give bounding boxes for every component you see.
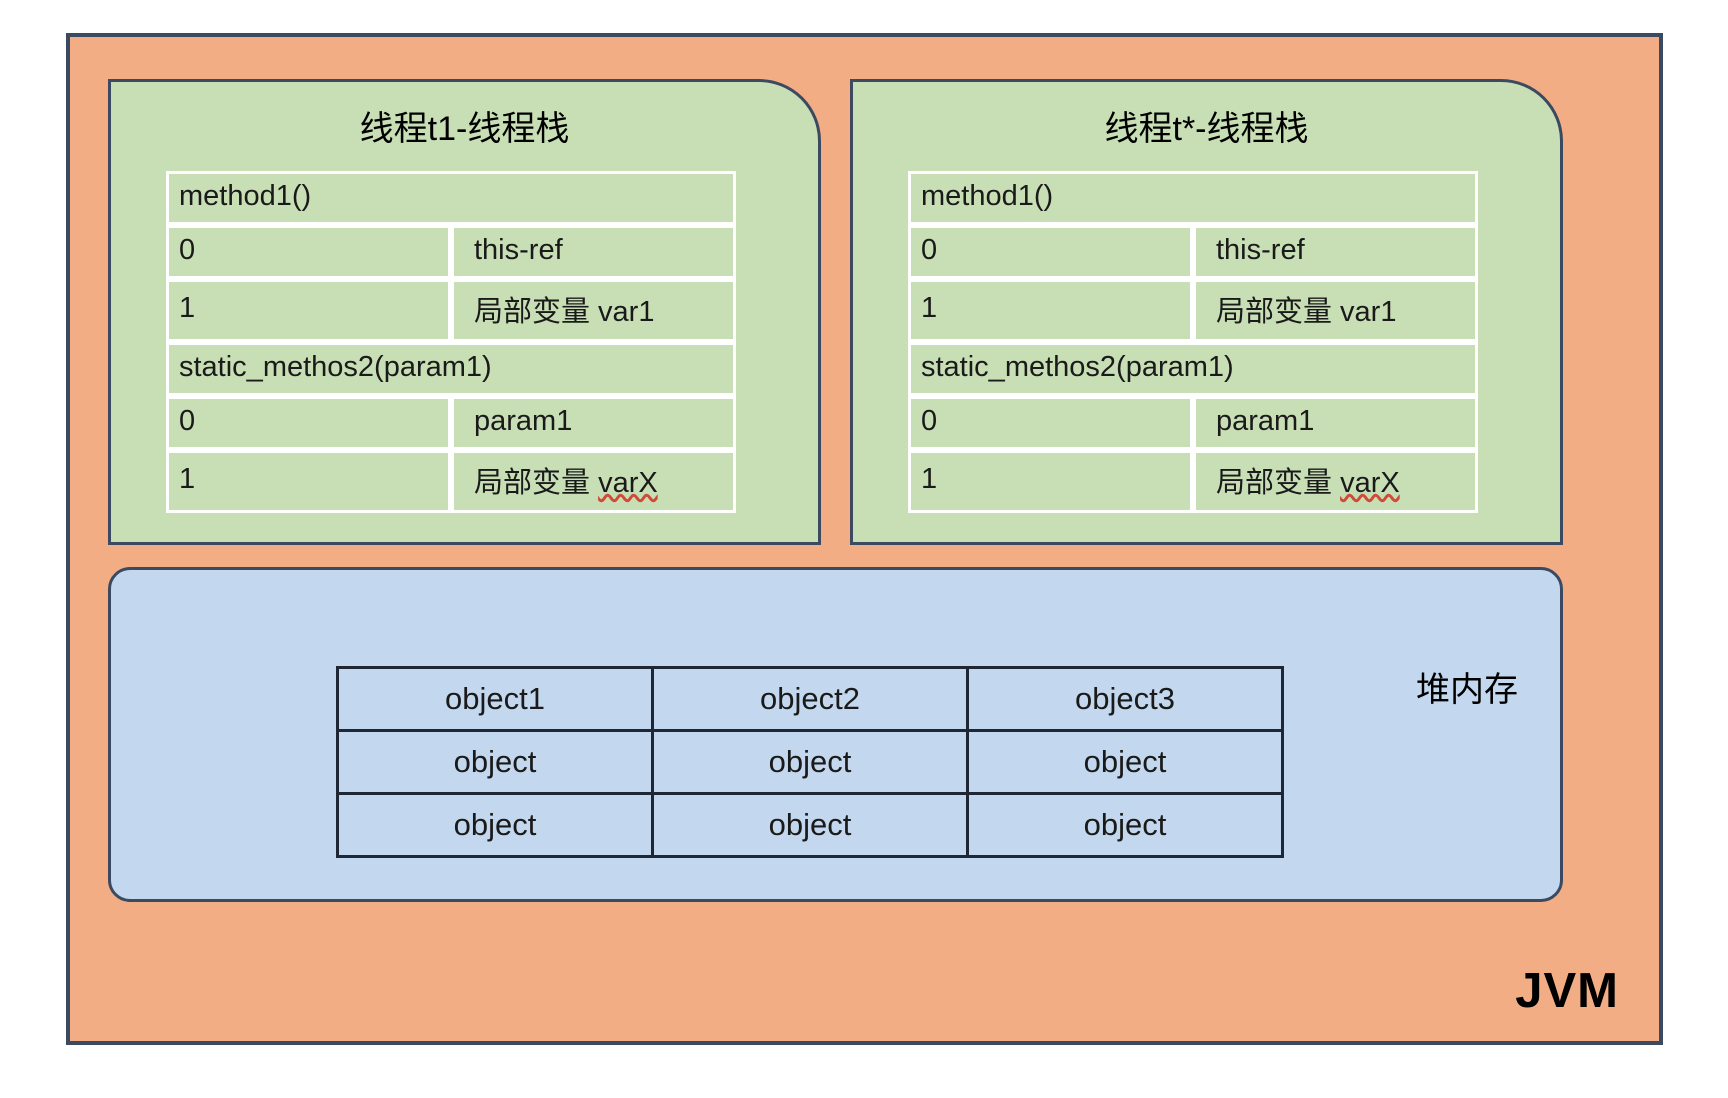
heap-cell: object2 [651,666,969,732]
heap-memory-label: 堆内存 [1416,671,1518,709]
heap-cell: object1 [336,666,654,732]
thread-stack-title-t1: 线程t1-线程栈 [359,110,570,148]
slot-index: 0 [908,395,1193,450]
slot-index: 0 [166,395,451,450]
table-row: object1 object2 object3 [336,666,1284,732]
frame-name: method1() [166,170,736,225]
heap-cell: object [651,792,969,858]
slot-value: param1 [1193,395,1478,450]
slot-row: 1 局部变量 varX [166,449,736,513]
slot-index: 1 [908,449,1193,513]
frame-name: static_methos2(param1) [908,341,1478,396]
stack-frame-table-tn: method1() 0 this-ref 1 局部变量 var1 static_… [908,170,1478,513]
thread-stack-panel-tn: 线程t*-线程栈 method1() 0 this-ref 1 局部变量 var… [850,79,1563,545]
thread-stack-title-tn: 线程t*-线程栈 [1104,110,1309,148]
slot-row: 0 param1 [166,395,736,450]
heap-cell: object3 [966,666,1284,732]
slot-index: 1 [166,278,451,342]
slot-value-plain: 局部变量 [1216,466,1341,499]
frame-name: method1() [908,170,1478,225]
slot-value: 局部变量 varX [1193,449,1478,513]
table-row: object object object [336,792,1284,858]
frame-name: static_methos2(param1) [166,341,736,396]
slot-value: this-ref [451,224,736,279]
slot-index: 1 [908,278,1193,342]
heap-memory-panel: 堆内存 object1 object2 object3 object objec… [108,567,1563,902]
thread-stack-panel-t1: 线程t1-线程栈 method1() 0 this-ref 1 局部变量 var… [108,79,821,545]
table-row: object object object [336,729,1284,795]
heap-cell: object [966,792,1284,858]
stack-frame-table-t1: method1() 0 this-ref 1 局部变量 var1 static_… [166,170,736,513]
slot-row: 0 this-ref [908,224,1478,279]
slot-row: 1 局部变量 var1 [166,278,736,342]
slot-index: 1 [166,449,451,513]
heap-cell: object [651,729,969,795]
slot-value: 局部变量 var1 [451,278,736,342]
slot-value: 局部变量 var1 [1193,278,1478,342]
heap-cell: object [336,729,654,795]
heap-cell: object [336,792,654,858]
slot-value: 局部变量 varX [451,449,736,513]
slot-value-misspelled: varX [1340,466,1400,499]
slot-value-plain: 局部变量 [474,466,599,499]
jvm-label: JVM [1515,964,1619,1018]
heap-cell: object [966,729,1284,795]
heap-object-table: object1 object2 object3 object object ob… [336,666,1284,858]
frame-header-row: static_methos2(param1) [908,341,1478,396]
slot-value: param1 [451,395,736,450]
slot-row: 0 param1 [908,395,1478,450]
frame-header-row: method1() [908,170,1478,225]
slot-row: 0 this-ref [166,224,736,279]
slot-index: 0 [908,224,1193,279]
frame-header-row: static_methos2(param1) [166,341,736,396]
slot-index: 0 [166,224,451,279]
jvm-container: 线程t1-线程栈 method1() 0 this-ref 1 局部变量 var… [66,33,1663,1045]
slot-row: 1 局部变量 var1 [908,278,1478,342]
slot-value: this-ref [1193,224,1478,279]
slot-row: 1 局部变量 varX [908,449,1478,513]
slot-value-misspelled: varX [598,466,658,499]
frame-header-row: method1() [166,170,736,225]
